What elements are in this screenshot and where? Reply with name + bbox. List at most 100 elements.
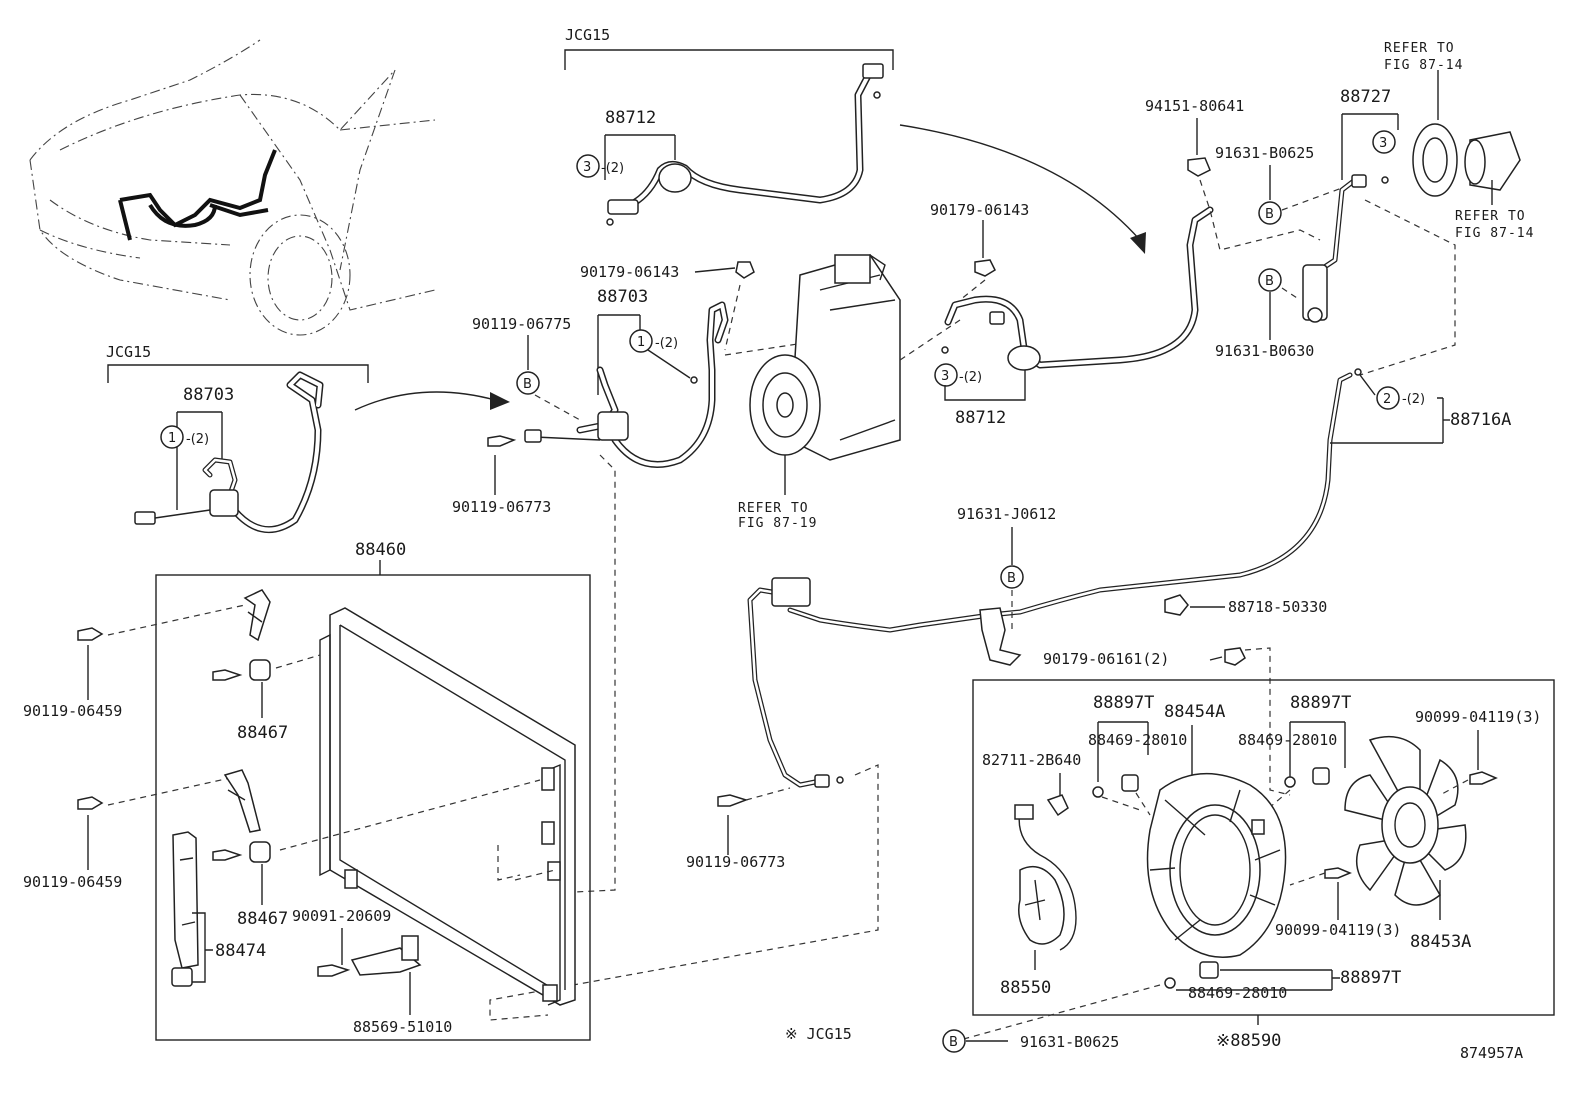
label-88897t-c: 88897T [1340,968,1401,988]
marker-2 [1376,386,1400,410]
bolt-90091 [317,964,351,977]
label-88469-a: 88469-28010 [1088,731,1187,749]
svg-text:3: 3 [1379,136,1387,151]
marker-b-90119-06775 [516,371,540,395]
svg-text:B: B [1265,207,1274,222]
marker-b-b0630 [1258,268,1282,292]
svg-text:-(2): -(2) [655,336,678,351]
label-88453a: 88453A [1410,932,1471,952]
cushion-88467-a [249,659,271,681]
ref-fig-87-19: FIG 87-19 [738,516,817,531]
ref-refer-to-top: REFER TO [1384,41,1455,56]
bolt-90099-b [1324,867,1352,879]
hose-fitting [658,163,692,193]
ref-fig-87-14-top: FIG 87-14 [1384,58,1463,73]
label-88727: 88727 [1340,87,1391,107]
bolt-90119-06773-b [717,794,749,807]
label-90119-06459-b: 90119-06459 [23,873,122,891]
group-88727: 94151-80641 91631-B0625 B 88727 3 B 9163… [1145,41,1534,376]
bracket-upper [243,589,271,642]
label-88454a: 88454A [1164,702,1225,722]
marker-3-mid [934,363,958,387]
condenser-core [329,607,576,1006]
label-88703-mid: 88703 [597,287,648,307]
bracket-lower [223,769,261,833]
fan-motor-88550 [1018,865,1065,945]
label-88712-mid: 88712 [955,408,1006,428]
pressure-sensor-block [771,577,811,607]
svg-text:3: 3 [941,369,949,384]
marker-b-bottom [942,1029,966,1053]
label-90119-06775: 90119-06775 [472,315,571,333]
fan-blade-88453a [1344,735,1467,906]
seal-88474 [172,831,199,969]
label-88569-51010: 88569-51010 [353,1018,452,1036]
bracket-clamp [979,607,1022,666]
svg-text:3: 3 [583,160,591,175]
label-88897t-b: 88897T [1290,693,1351,713]
bolt-90099-a [1469,771,1498,785]
nut-90179 [735,261,755,279]
group-jcg15-left: JCG15 88703 1 -(2) [106,343,369,534]
connector-82711 [1046,794,1069,817]
marker-1-mid [629,329,653,353]
label-90099-04119-a: 90099-04119(3) [1415,708,1541,726]
svg-text:B: B [949,1035,958,1050]
fan-frame [972,679,1555,1016]
label-88550: 88550 [1000,978,1051,998]
cushion-88467-b [249,841,271,863]
label-91631-j0612: 91631-J0612 [957,505,1056,523]
label-88590: ※88590 [1216,1031,1281,1051]
label-88718-50330: 88718-50330 [1228,598,1327,616]
label-91631-b0630: 91631-B0630 [1215,342,1314,360]
label-jcg15-note: ※ JCG15 [785,1025,852,1043]
label-90119-06773-b: 90119-06773 [686,853,785,871]
label-88469-b: 88469-28010 [1238,731,1337,749]
arrow-to-middle [354,391,496,411]
svg-text:1: 1 [168,431,176,446]
svg-text:1: 1 [637,335,645,350]
svg-text:B: B [1265,274,1274,289]
nut-94151 [1187,157,1211,177]
label-91631-b0625-bottom: 91631-B0625 [1020,1033,1119,1051]
svg-text:B: B [1007,571,1016,586]
marker-1-left [160,425,184,449]
label-88467-b: 88467 [237,909,288,929]
svg-text:2: 2 [1383,392,1391,407]
group-88716a: 2 -(2) 88716A 91631-J0612 B 88718-50330 … [489,368,1511,1021]
label-88467-a: 88467 [237,723,288,743]
hose-connector [607,199,639,215]
bolt-90119-06773-a [487,435,517,447]
marker-3-top [576,154,600,178]
label-88716a: 88716A [1450,410,1511,430]
label-90179-06161: 90179-06161(2) [1043,650,1169,668]
label-jcg15-left: JCG15 [106,343,151,361]
label-88469-c: 88469-28010 [1188,984,1287,1002]
svg-text:B: B [523,377,532,392]
label-88474: 88474 [215,941,266,961]
label-90179-06143-b: 90179-06143 [930,201,1029,219]
compressor: REFER TO FIG 87-19 [738,254,901,531]
label-90091-20609: 90091-20609 [292,907,391,925]
marker-b-j0612 [1000,565,1024,589]
group-88703-mid: 90179-06143 88703 1 -(2) 90119-06775 B 9… [452,261,891,896]
clip-88718 [1164,594,1189,616]
label-90179-06143-a: 90179-06143 [580,263,679,281]
label-88712-top: 88712 [605,108,656,128]
label-88460: 88460 [355,540,406,560]
group-88712-mid: 90179-06143 3 -(2) 88712 [899,201,1214,428]
arrow-to-right [899,124,1141,241]
svg-text:-(2): -(2) [186,432,209,447]
group-jcg15-top: JCG15 88712 3 -(2) [564,26,894,226]
bolt-90119-06459-b [77,796,104,810]
ref-fig-87-14-right: FIG 87-14 [1455,226,1534,241]
group-fan-88590: ※88590 88897T 88454A 88469-28010 82711-2… [959,679,1555,1051]
label-91631-b0625-top: 91631-B0625 [1215,144,1314,162]
label-90119-06459-a: 90119-06459 [23,702,122,720]
bolt-90119-06459-a [77,627,104,641]
figure-code: 874957A [1460,1044,1523,1062]
marker-b-top [1258,201,1282,225]
group-condenser-88460: 88460 90119-06459 90119-06459 88467 [23,540,591,1041]
